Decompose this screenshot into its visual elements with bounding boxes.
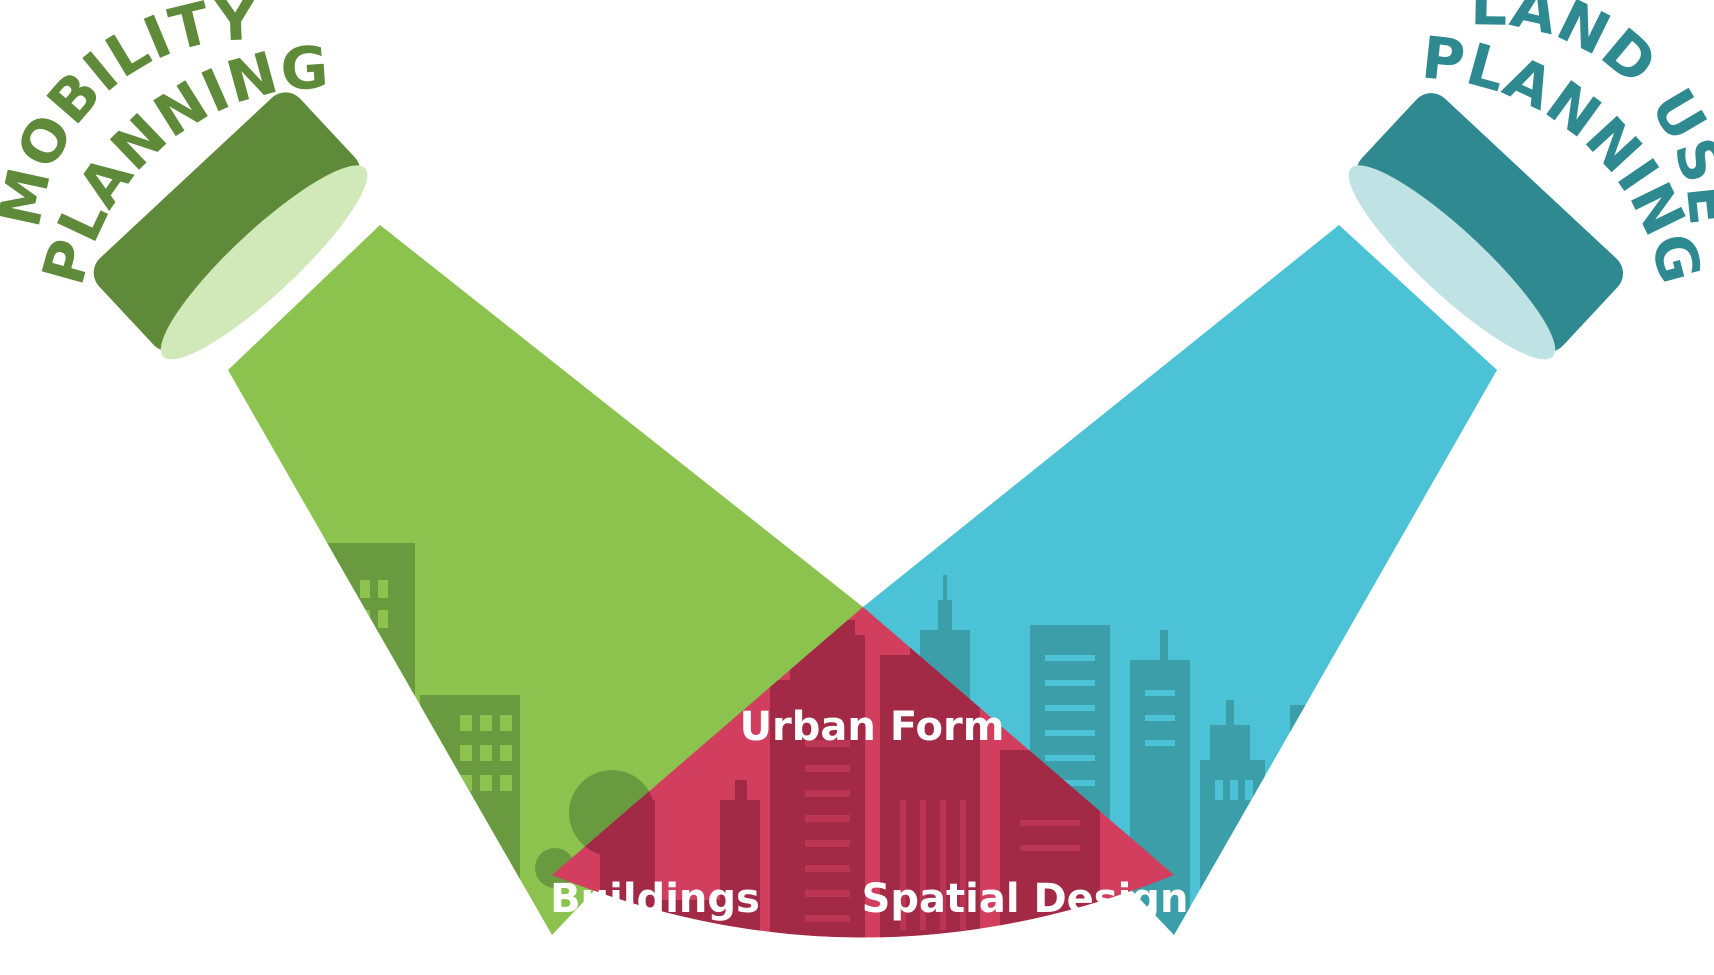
spatial-design-label: Spatial Design bbox=[862, 876, 1189, 922]
land-use-spotlight-housing bbox=[1356, 93, 1624, 352]
land-use-spotlight bbox=[1348, 93, 1624, 360]
blue-building-windows bbox=[1045, 655, 1253, 800]
land-use-spotlight-lens bbox=[1348, 165, 1556, 360]
overlap-building-windows bbox=[805, 740, 1080, 930]
urban-form-label: Urban Form bbox=[740, 704, 1005, 750]
mobility-spotlight bbox=[93, 92, 368, 360]
mobility-spotlight-lens bbox=[160, 165, 368, 360]
buildings-label: Buildings bbox=[550, 876, 760, 922]
mobility-spotlight-housing bbox=[93, 92, 361, 352]
